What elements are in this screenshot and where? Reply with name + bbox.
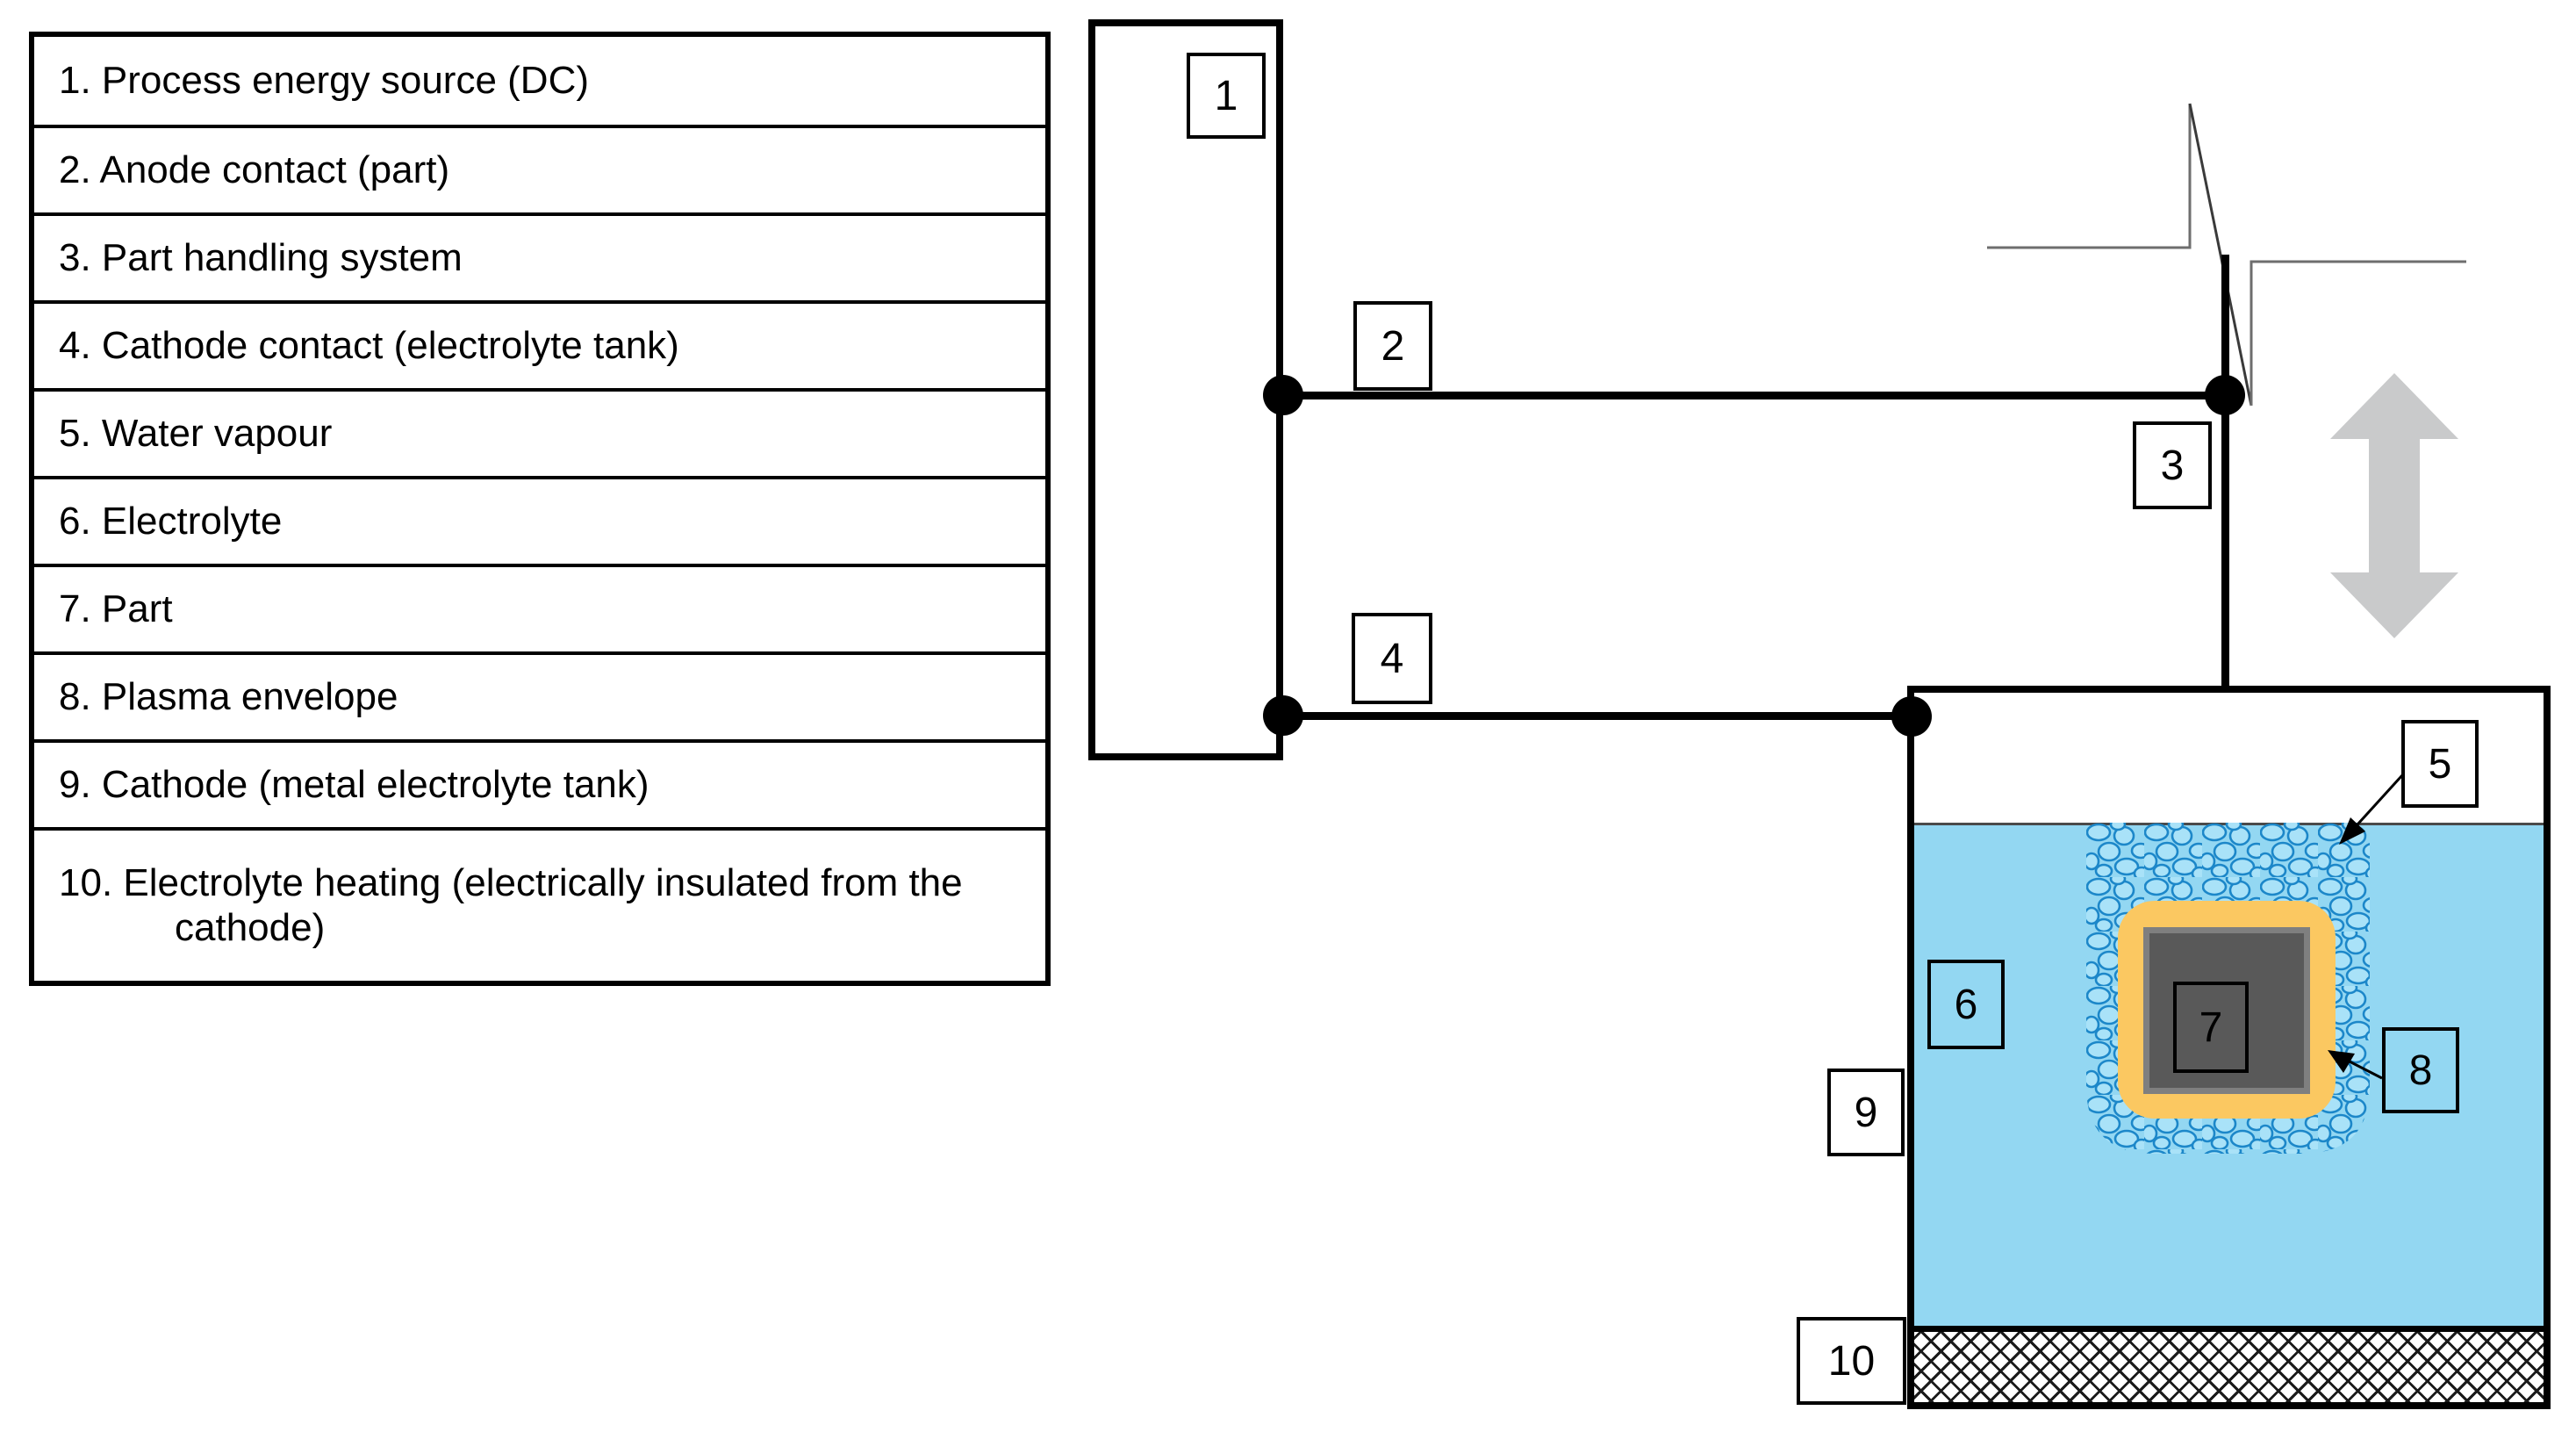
legend-row-1: 1. Process energy source (DC) bbox=[34, 37, 1045, 125]
legend-text-8: 8. Plasma envelope bbox=[59, 674, 398, 718]
label-3: 3 bbox=[2160, 442, 2185, 489]
legend-row-8: 8. Plasma envelope bbox=[34, 651, 1045, 739]
legend-text-7: 7. Part bbox=[59, 586, 173, 630]
legend-row-10: 10. Electrolyte heating (electrically in… bbox=[34, 827, 1045, 981]
label-7: 7 bbox=[2199, 1004, 2223, 1051]
cathode-wire bbox=[1283, 712, 1911, 720]
legend-text-2: 2. Anode contact (part) bbox=[59, 148, 450, 191]
part bbox=[2143, 927, 2310, 1094]
up-down-arrow-icon bbox=[2330, 373, 2458, 638]
part-handling-rod bbox=[2221, 255, 2229, 932]
label-box-3: 3 bbox=[2133, 421, 2212, 509]
label-9: 9 bbox=[1854, 1089, 1878, 1136]
legend-table: 1. Process energy source (DC) 2. Anode c… bbox=[29, 32, 1051, 986]
tank-interior: 7 5 6 8 bbox=[1914, 693, 2544, 1402]
junction-dot-anode-rod bbox=[2205, 375, 2245, 415]
spark-discharge-icon bbox=[1987, 103, 2466, 407]
label-10: 10 bbox=[1827, 1337, 1876, 1385]
label-box-4: 4 bbox=[1352, 613, 1432, 704]
legend-row-6: 6. Electrolyte bbox=[34, 476, 1045, 564]
process-energy-source-box bbox=[1088, 19, 1283, 760]
electrolyte-tank: 7 5 6 8 bbox=[1907, 686, 2551, 1409]
junction-dot-anode-source bbox=[1263, 375, 1303, 415]
anode-wire bbox=[1283, 392, 2225, 399]
legend-text-10: 10. Electrolyte heating (electrically in… bbox=[59, 860, 963, 949]
legend-text-6: 6. Electrolyte bbox=[59, 499, 283, 543]
legend-row-5: 5. Water vapour bbox=[34, 388, 1045, 476]
label-box-6: 6 bbox=[1927, 960, 2005, 1049]
label-box-10: 10 bbox=[1797, 1317, 1906, 1405]
plasma-pointer-arrow bbox=[2328, 1050, 2383, 1080]
label-box-1: 1 bbox=[1187, 53, 1266, 139]
label-box-5: 5 bbox=[2401, 720, 2479, 808]
legend-text-9: 9. Cathode (metal electrolyte tank) bbox=[59, 762, 649, 806]
legend-text-5: 5. Water vapour bbox=[59, 411, 333, 455]
vapour-pointer-arrow bbox=[2339, 774, 2404, 845]
legend-row-9: 9. Cathode (metal electrolyte tank) bbox=[34, 739, 1045, 827]
label-box-7: 7 bbox=[2173, 982, 2249, 1073]
label-4: 4 bbox=[1380, 635, 1404, 682]
legend-text-1: 1. Process energy source (DC) bbox=[59, 58, 589, 102]
label-box-9: 9 bbox=[1827, 1069, 1905, 1156]
label-8: 8 bbox=[2408, 1047, 2433, 1094]
label-1: 1 bbox=[1214, 72, 1238, 119]
legend-text-4: 4. Cathode contact (electrolyte tank) bbox=[59, 323, 679, 367]
legend-row-7: 7. Part bbox=[34, 564, 1045, 651]
label-6: 6 bbox=[1954, 981, 1978, 1028]
legend-text-3: 3. Part handling system bbox=[59, 235, 463, 279]
electrolyte-heater bbox=[1914, 1326, 2544, 1402]
label-box-8: 8 bbox=[2382, 1027, 2459, 1113]
junction-dot-tank bbox=[1891, 696, 1932, 737]
label-5: 5 bbox=[2428, 740, 2452, 788]
label-2: 2 bbox=[1381, 322, 1405, 370]
junction-dot-cathode-source bbox=[1263, 695, 1303, 736]
label-box-2: 2 bbox=[1353, 301, 1432, 391]
legend-row-4: 4. Cathode contact (electrolyte tank) bbox=[34, 300, 1045, 388]
legend-row-2: 2. Anode contact (part) bbox=[34, 125, 1045, 212]
legend-row-3: 3. Part handling system bbox=[34, 212, 1045, 300]
